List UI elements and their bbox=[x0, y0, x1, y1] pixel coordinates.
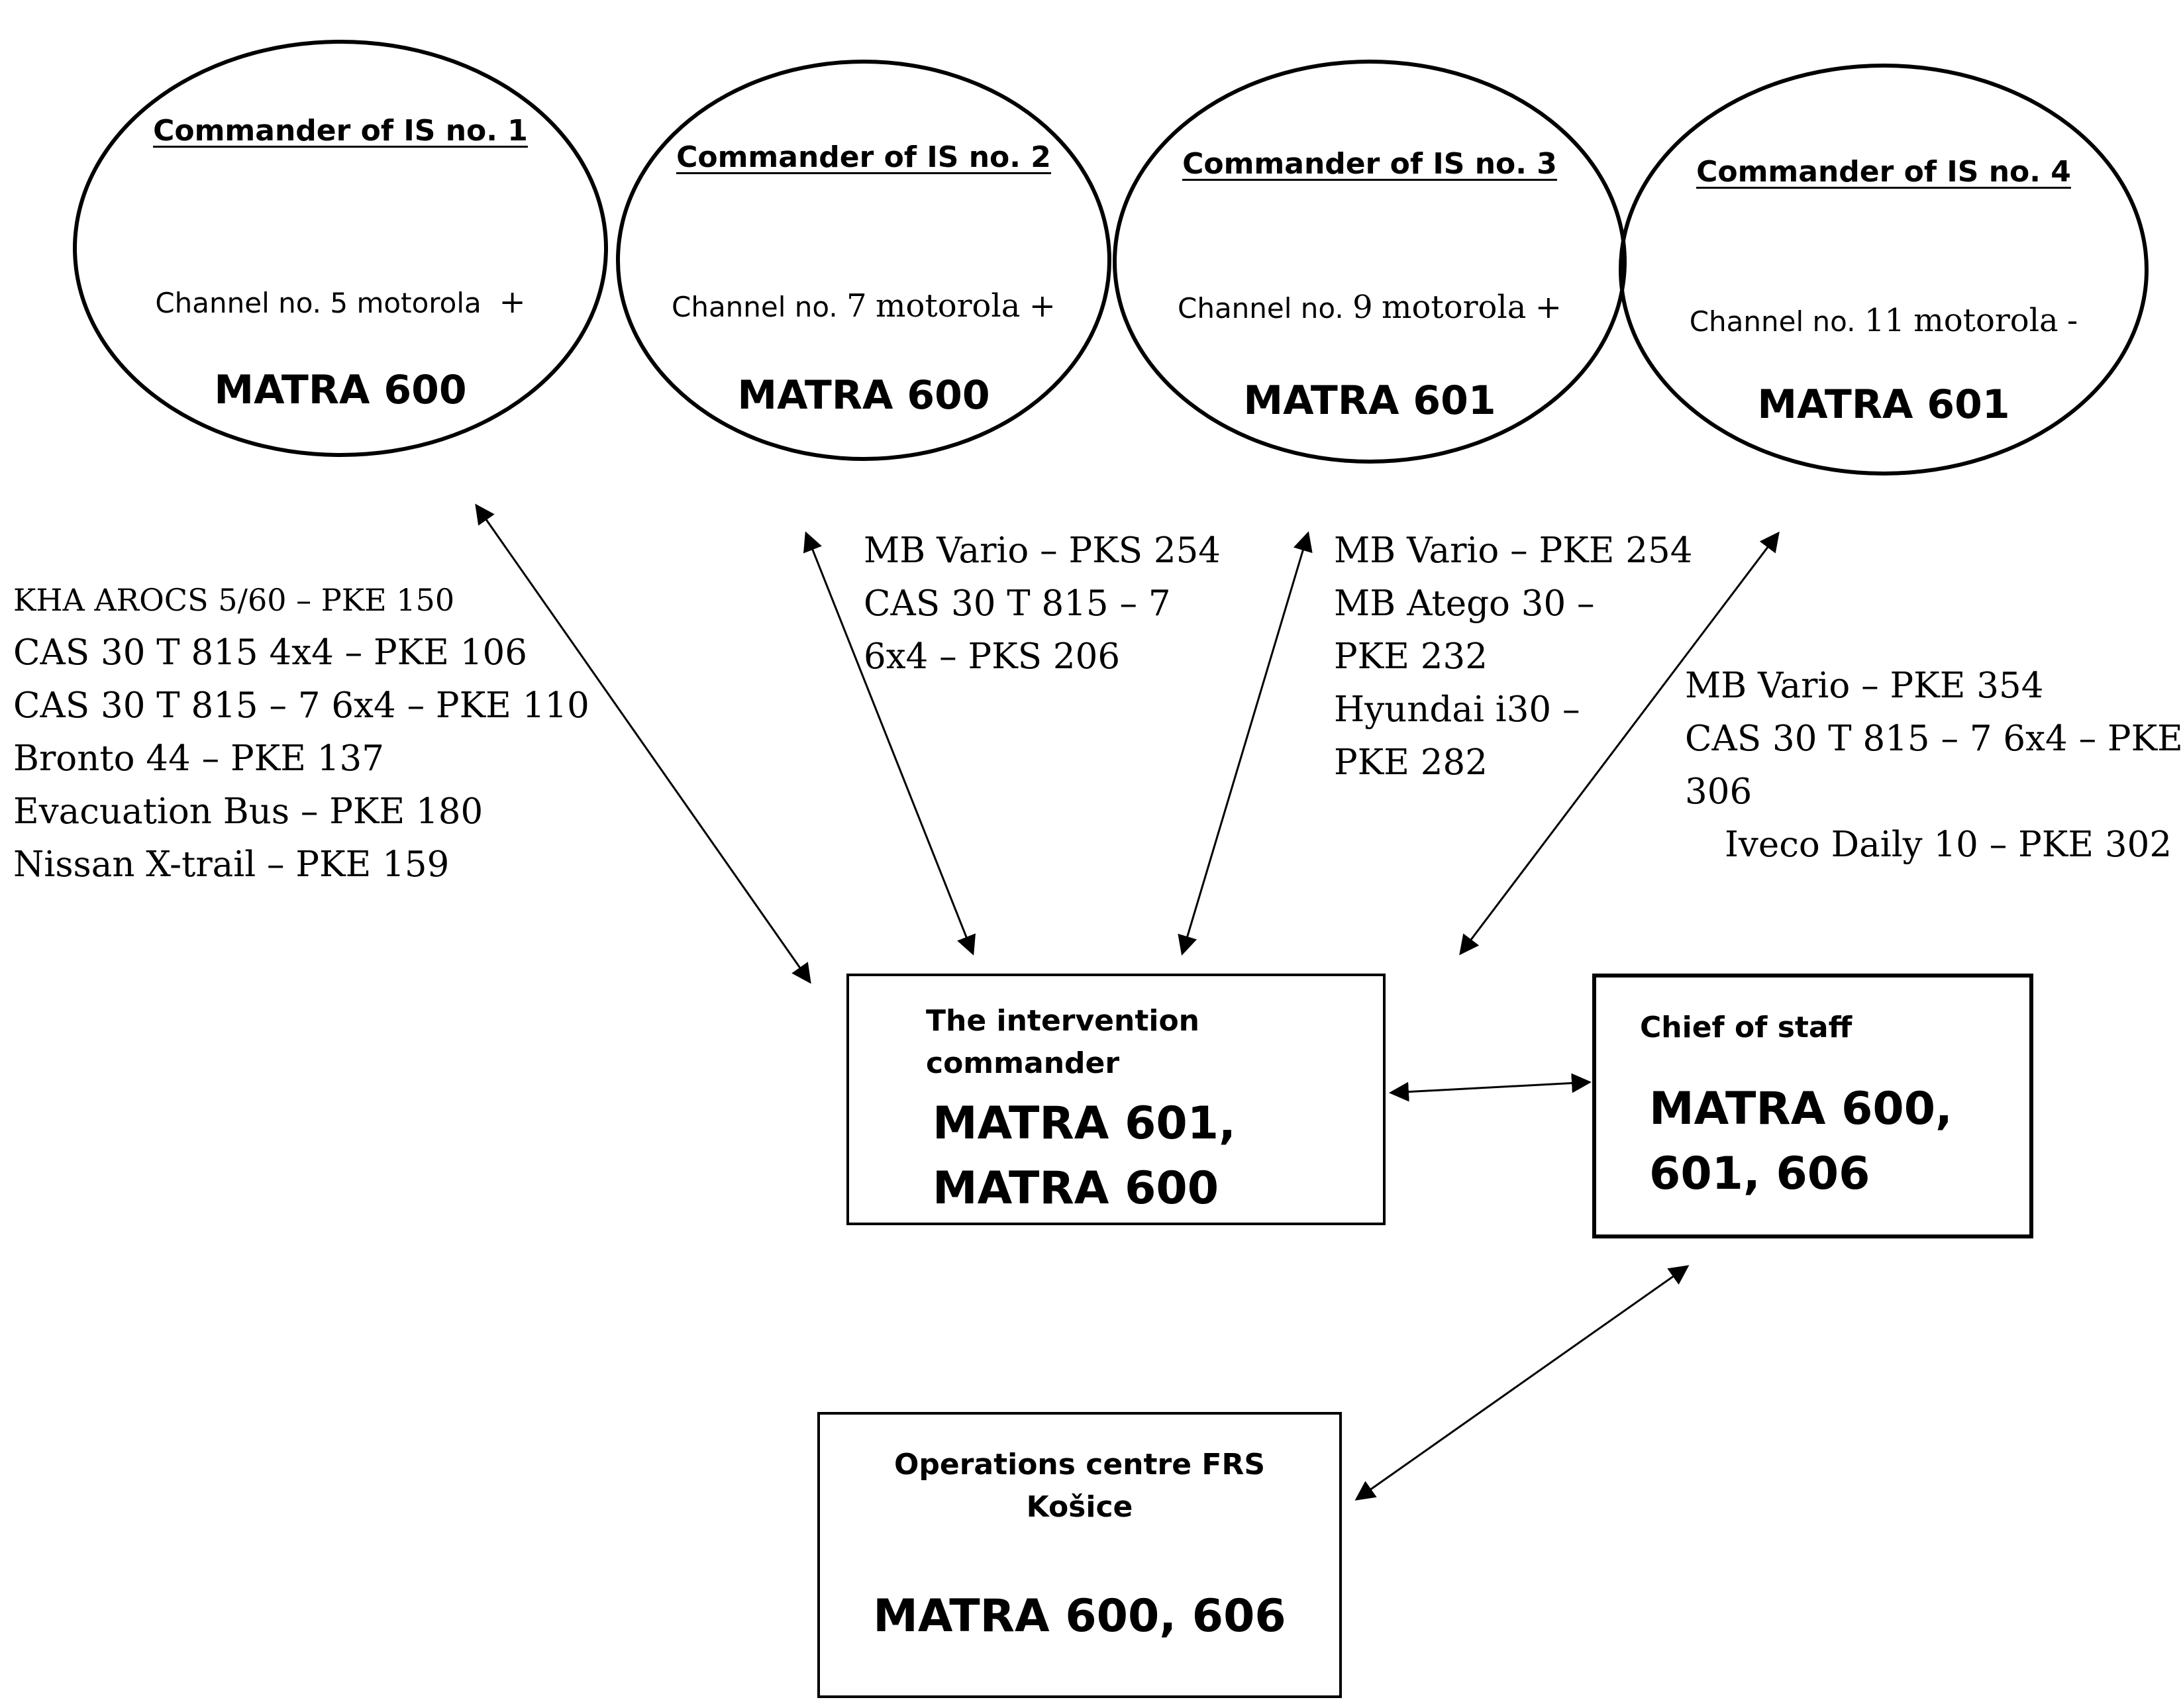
channel-suffix: motorola bbox=[1913, 302, 2058, 339]
arrow-is4-intervention bbox=[1459, 531, 1780, 956]
operations-centre-box: Operations centre FRS Košice MATRA 600, … bbox=[817, 1412, 1342, 1698]
channel-number: 7 bbox=[846, 287, 867, 325]
matra-line: MATRA 601, bbox=[933, 1097, 1236, 1150]
channel-sign: - bbox=[2067, 302, 2078, 339]
title-line: Operations centre FRS bbox=[893, 1448, 1266, 1482]
matra-line: 601, 606 bbox=[1649, 1148, 1870, 1200]
matra-line: MATRA 600 bbox=[933, 1162, 1219, 1215]
vehicle-line: CAS 30 T 815 – 7 6x4 – PKE bbox=[1685, 719, 2183, 759]
vehicle-line: PKE 232 bbox=[1334, 636, 1488, 677]
operations-centre-title: Operations centre FRS Košice bbox=[820, 1444, 1339, 1529]
commander-is-3-title: Commander of IS no. 3 bbox=[1182, 147, 1557, 181]
operations-centre-matra: MATRA 600, 606 bbox=[873, 1590, 1286, 1642]
commander-is-2-title: Commander of IS no. 2 bbox=[676, 140, 1051, 174]
vehicle-line: Hyundai i30 – bbox=[1334, 689, 1580, 730]
commander-is-2-node: Commander of IS no. 2 Channel no. 7 moto… bbox=[616, 60, 1111, 461]
channel-suffix: motorola bbox=[1381, 289, 1527, 326]
intervention-commander-box: The intervention commander MATRA 601, MA… bbox=[846, 974, 1386, 1225]
channel-sign: + bbox=[1029, 287, 1056, 325]
channel-suffix: motorola bbox=[356, 287, 482, 319]
channel-number: 11 bbox=[1864, 302, 1905, 339]
commander-is-1-node: Commander of IS no. 1 Channel no. 5 moto… bbox=[73, 40, 608, 457]
chief-of-staff-box: Chief of staff MATRA 600, 601, 606 bbox=[1592, 974, 2033, 1238]
vehicle-line: MB Vario – PKE 354 bbox=[1685, 666, 2044, 706]
intervention-commander-title: The intervention commander bbox=[926, 1000, 1199, 1085]
vehicle-line: CAS 30 T 815 4x4 – PKE 106 bbox=[13, 632, 527, 673]
vehicle-line: MB Atego 30 – bbox=[1334, 583, 1595, 624]
commander-is-1-matra: MATRA 600 bbox=[214, 367, 467, 413]
commander-is-2-channel: Channel no. 7 motorola + bbox=[620, 287, 1107, 325]
channel-sign: + bbox=[499, 283, 526, 321]
channel-prefix: Channel no. bbox=[1689, 305, 1856, 338]
vehicle-line: Nissan X-trail – PKE 159 bbox=[13, 844, 450, 885]
commander-is-4-title: Commander of IS no. 4 bbox=[1696, 155, 2071, 189]
arrow-is1-intervention bbox=[475, 503, 811, 984]
chief-of-staff-matra: MATRA 600, 601, 606 bbox=[1649, 1077, 1953, 1207]
vehicle-line: KHA AROCS 5/60 – PKE 150 bbox=[13, 582, 455, 618]
vehicle-line: Iveco Daily 10 – PKE 302 bbox=[1725, 825, 2172, 865]
vehicle-group-4: MB Vario – PKE 354 CAS 30 T 815 – 7 6x4 … bbox=[1685, 660, 2183, 872]
commander-is-3-node: Commander of IS no. 3 Channel no. 9 moto… bbox=[1113, 60, 1627, 464]
vehicle-line: Bronto 44 – PKE 137 bbox=[13, 738, 384, 779]
matra-line: MATRA 600, bbox=[1649, 1083, 1953, 1135]
commander-is-4-matra: MATRA 601 bbox=[1757, 381, 2010, 428]
vehicle-line: MB Vario – PKE 254 bbox=[1334, 530, 1693, 571]
channel-number: 9 bbox=[1352, 289, 1373, 326]
channel-suffix: motorola bbox=[875, 287, 1021, 325]
vehicle-line: 6x4 – PKS 206 bbox=[864, 636, 1121, 677]
vehicle-group-1: KHA AROCS 5/60 – PKE 150 CAS 30 T 815 4x… bbox=[13, 574, 589, 891]
commander-is-4-node: Commander of IS no. 4 Channel no. 11 mot… bbox=[1619, 64, 2149, 476]
commander-is-3-channel: Channel no. 9 motorola + bbox=[1117, 289, 1623, 326]
arrow-is2-intervention bbox=[803, 531, 976, 956]
commander-is-1-title: Commander of IS no. 1 bbox=[153, 114, 528, 148]
channel-prefix: Channel no. bbox=[1178, 292, 1344, 325]
title-line: commander bbox=[926, 1046, 1120, 1080]
vehicle-line: 306 bbox=[1685, 772, 1752, 812]
vehicle-line: CAS 30 T 815 – 7 6x4 – PKE 110 bbox=[13, 685, 589, 726]
vehicle-line: MB Vario – PKS 254 bbox=[864, 530, 1221, 571]
commander-is-2-matra: MATRA 600 bbox=[737, 372, 990, 419]
vehicle-line: PKE 282 bbox=[1334, 742, 1488, 783]
title-line: Košice bbox=[1026, 1490, 1133, 1524]
title-line: The intervention bbox=[926, 1004, 1199, 1038]
vehicle-line: Evacuation Bus – PKE 180 bbox=[13, 791, 483, 832]
vehicle-group-2: MB Vario – PKS 254 CAS 30 T 815 – 7 6x4 … bbox=[864, 525, 1221, 683]
channel-prefix: Channel no. bbox=[672, 291, 838, 323]
chief-of-staff-title: Chief of staff bbox=[1640, 1011, 1853, 1044]
channel-prefix: Channel no. bbox=[155, 287, 322, 319]
channel-sign: + bbox=[1535, 289, 1562, 326]
commander-is-4-channel: Channel no. 11 motorola - bbox=[1623, 302, 2145, 339]
commander-is-1-channel: Channel no. 5 motorola + bbox=[77, 283, 604, 321]
channel-number: 5 bbox=[330, 287, 348, 319]
vehicle-line: CAS 30 T 815 – 7 bbox=[864, 583, 1171, 624]
commander-is-3-matra: MATRA 601 bbox=[1243, 377, 1496, 424]
arrow-is3-intervention bbox=[1178, 531, 1313, 956]
arrow-chief-operations bbox=[1354, 1265, 1690, 1501]
arrow-intervention-chief bbox=[1389, 1073, 1592, 1102]
vehicle-group-3: MB Vario – PKE 254 MB Atego 30 – PKE 232… bbox=[1334, 525, 1692, 789]
intervention-commander-matra: MATRA 601, MATRA 600 bbox=[933, 1091, 1236, 1221]
